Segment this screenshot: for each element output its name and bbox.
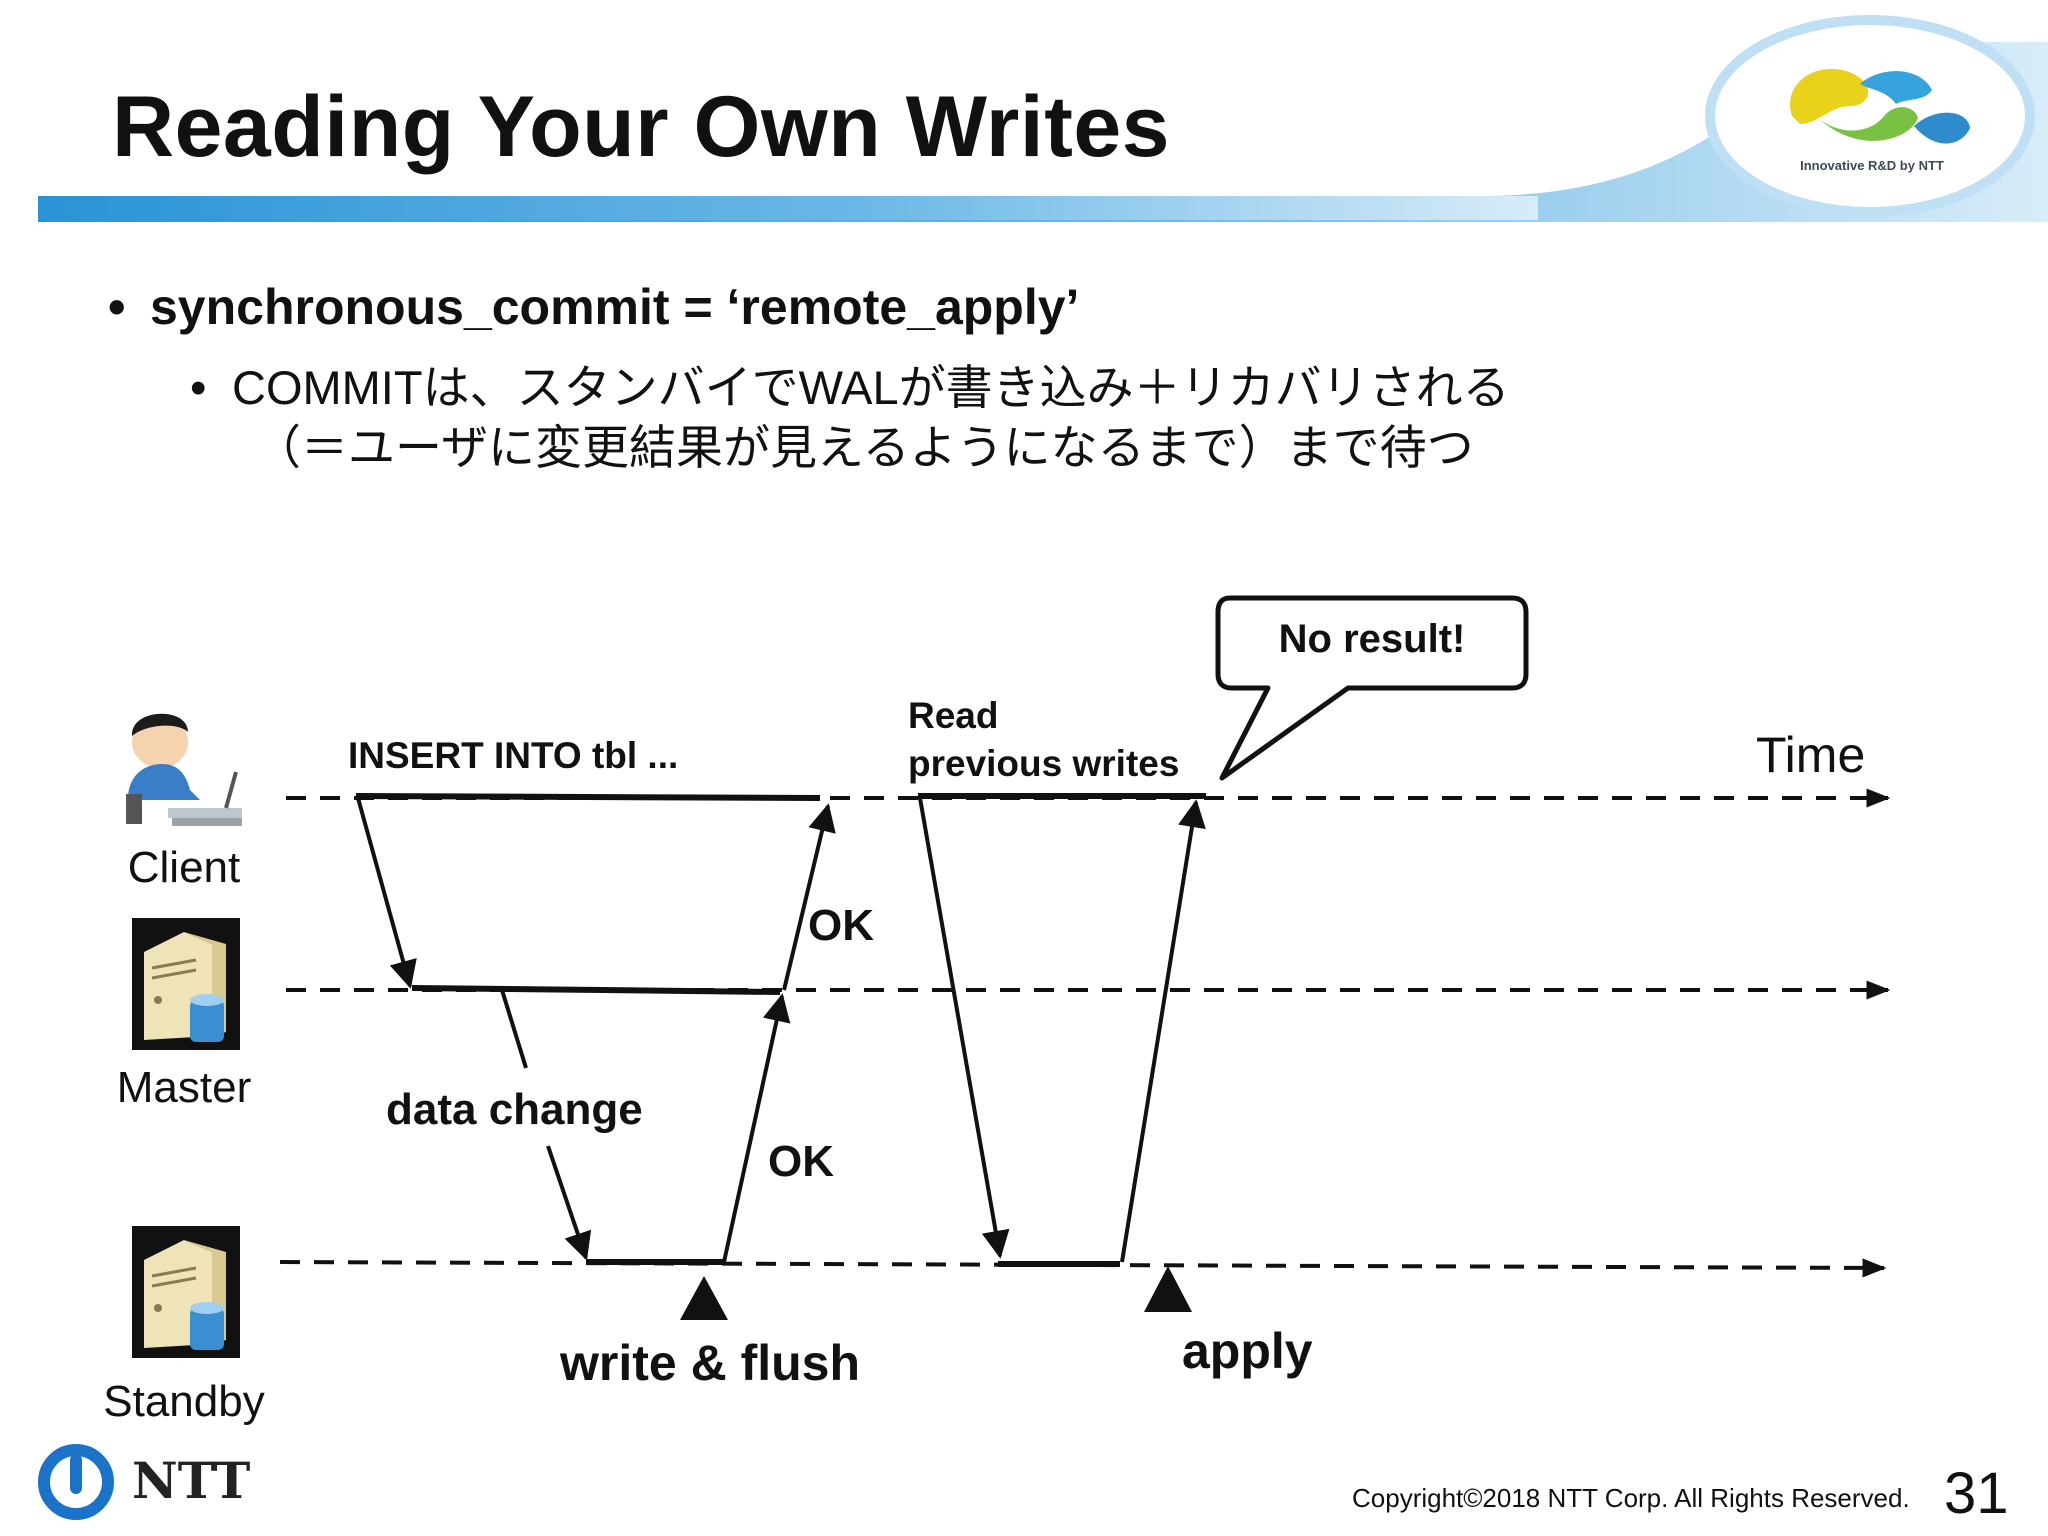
page-number: 31	[1944, 1460, 2009, 1527]
master-write-bar	[412, 988, 780, 992]
master-server-icon	[132, 918, 240, 1050]
ntt-brand-text: NTT	[132, 1451, 250, 1510]
read-to-standby-arrow	[920, 798, 1000, 1256]
write-flush-marker	[680, 1276, 728, 1320]
client-insert-bar	[356, 796, 820, 798]
read-label-line2: previous writes	[908, 743, 1179, 784]
data-change-label: data change	[386, 1085, 643, 1134]
apply-label: apply	[1182, 1323, 1313, 1379]
standby-result-to-client-arrow	[1122, 802, 1196, 1262]
callout-text: No result!	[1279, 617, 1466, 661]
read-label-line1: Read	[908, 695, 998, 736]
data-change-arrow-top	[502, 990, 526, 1068]
standby-ok-to-master-arrow	[724, 996, 782, 1262]
copyright-text: Copyright©2018 NTT Corp. All Rights Rese…	[1352, 1483, 1910, 1514]
standby-server-icon	[132, 1226, 240, 1358]
master-ok-to-client-arrow	[784, 806, 828, 990]
apply-marker	[1144, 1266, 1192, 1312]
time-label: Time	[1756, 727, 1865, 783]
client-person-icon	[126, 714, 242, 826]
ntt-brand-logo: NTT	[34, 1440, 264, 1522]
standby-label: Standby	[103, 1377, 264, 1426]
client-label: Client	[128, 843, 241, 892]
ok-master-label: OK	[808, 901, 874, 950]
write-flush-label: write & flush	[559, 1335, 860, 1391]
insert-to-master-arrow	[358, 798, 410, 986]
data-change-arrow-bottom	[548, 1146, 586, 1258]
insert-label: INSERT INTO tbl ...	[348, 735, 678, 776]
master-label: Master	[117, 1063, 251, 1112]
ok-standby-label: OK	[768, 1137, 834, 1186]
